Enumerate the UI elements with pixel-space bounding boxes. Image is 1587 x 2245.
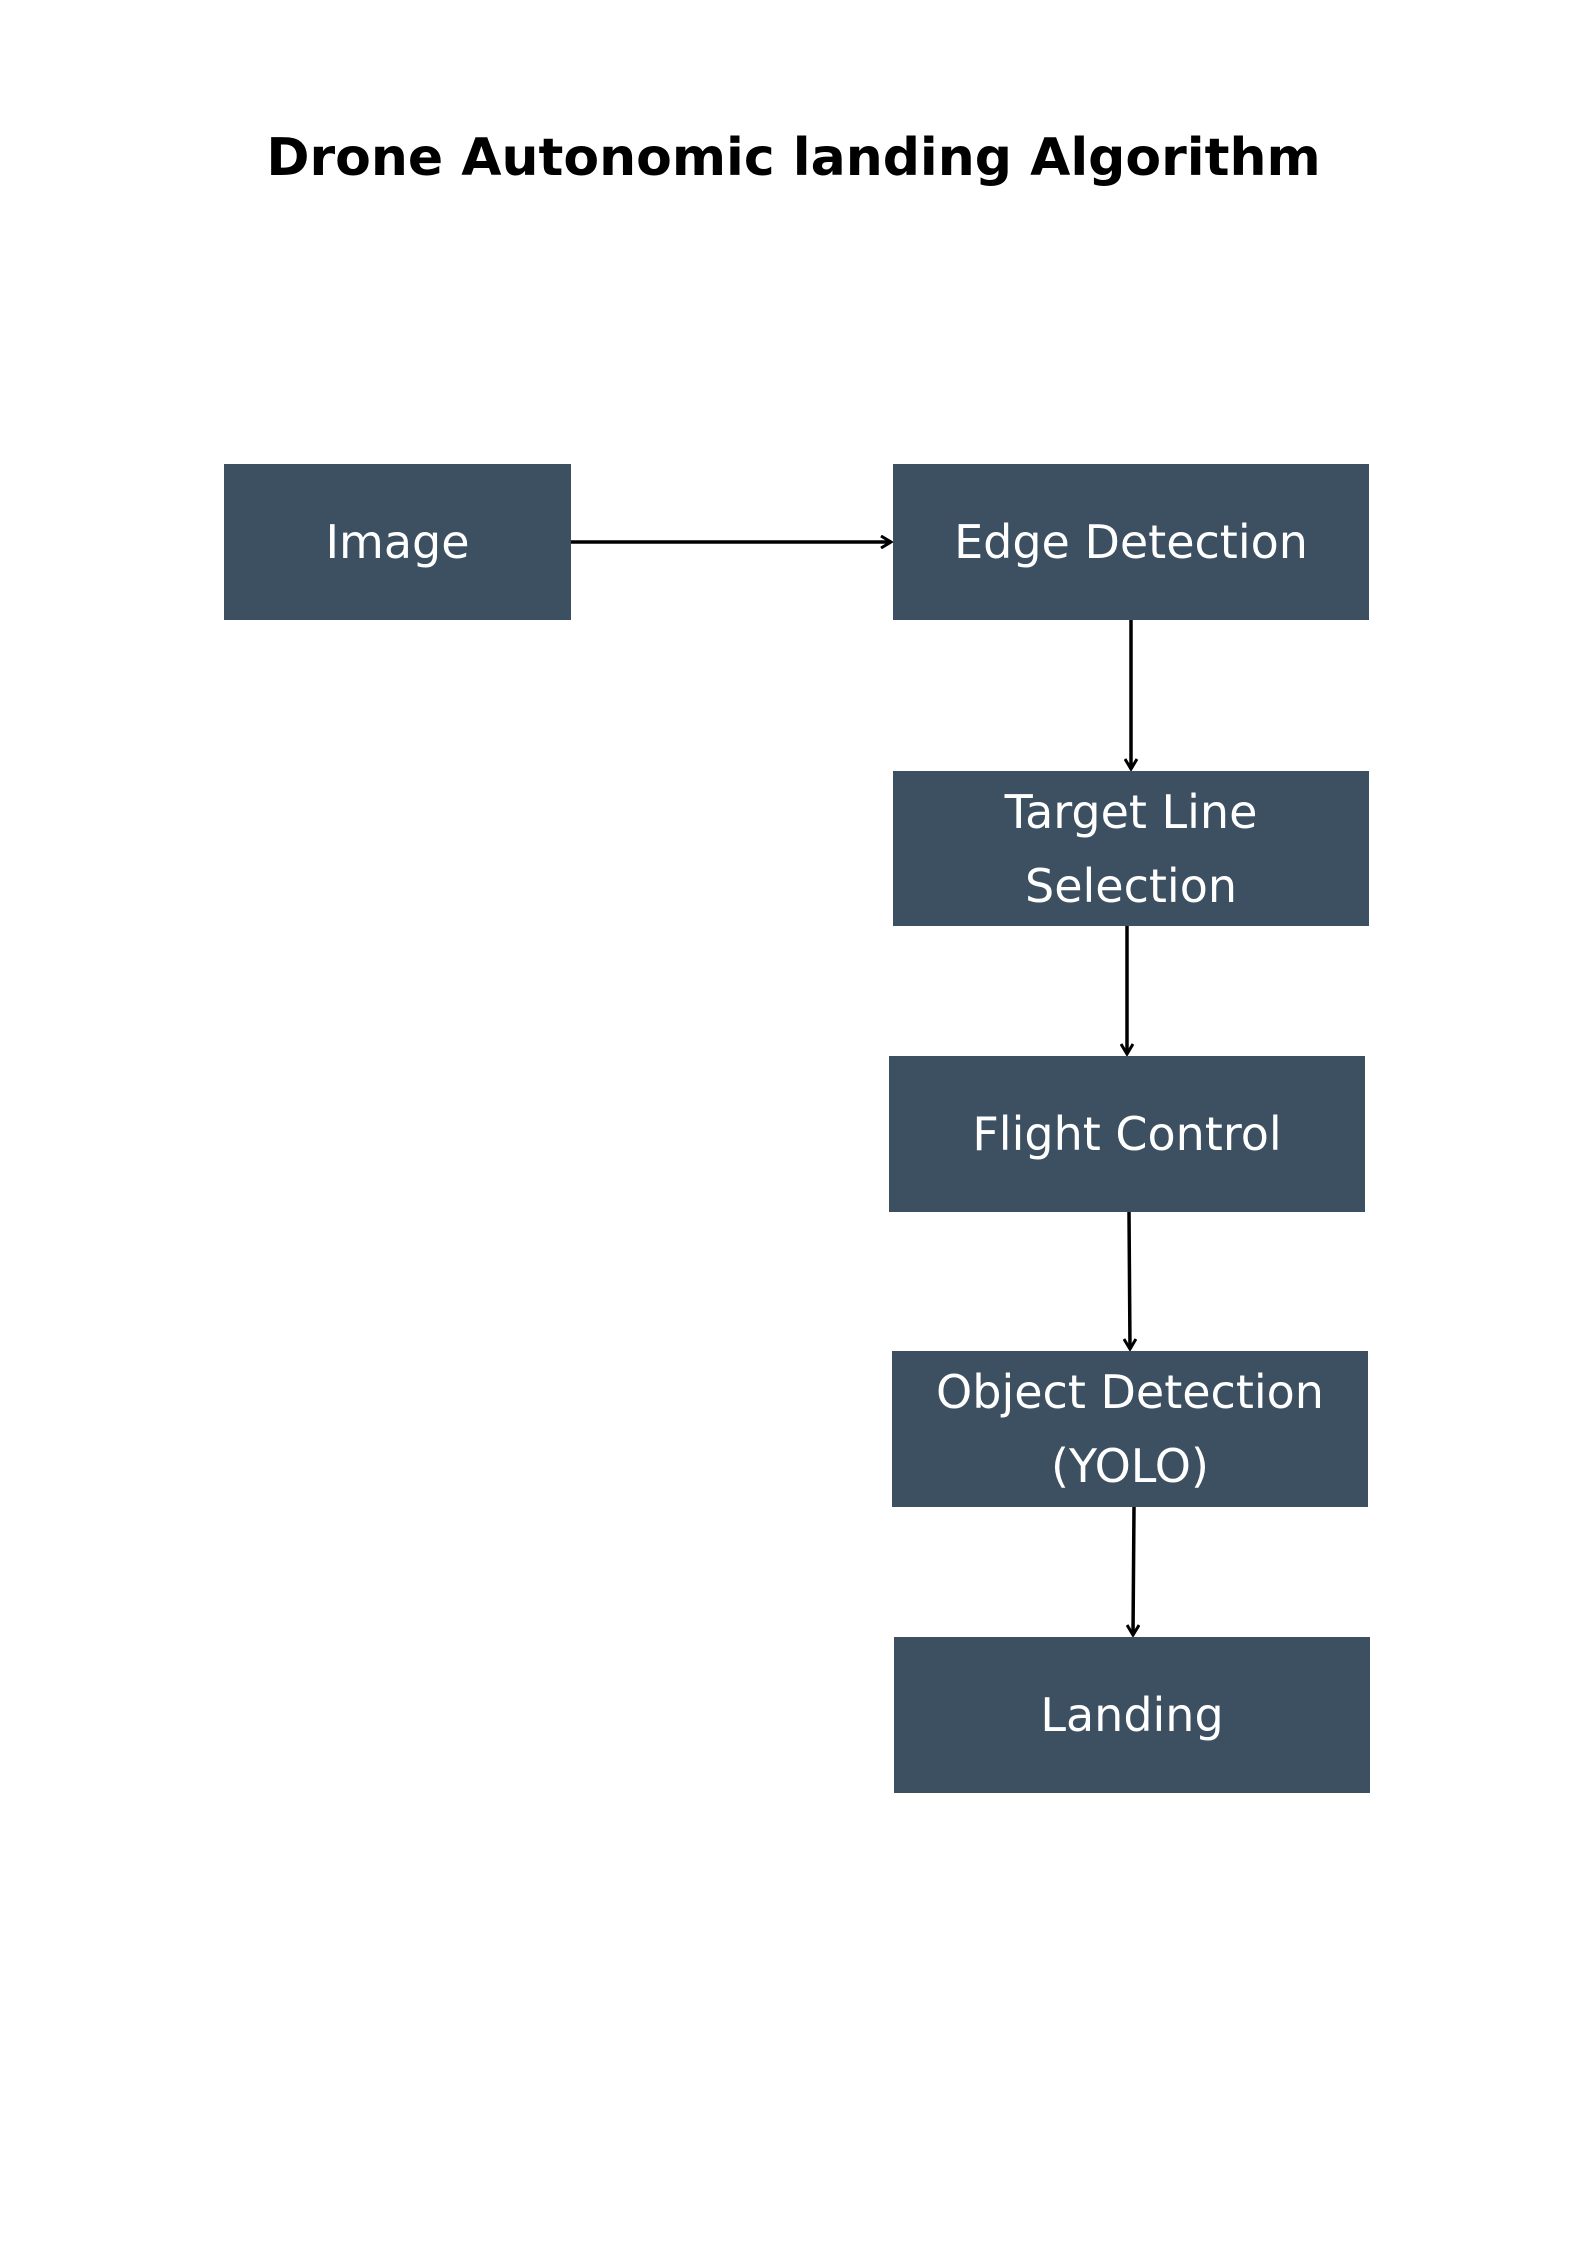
- node-landing: Landing: [894, 1637, 1370, 1793]
- arrow-object-detection-to-landing: [1133, 1506, 1134, 1635]
- arrow-flight-control-to-object-detection: [1129, 1211, 1130, 1349]
- diagram-title: Drone Autonomic landing Algorithm: [266, 128, 1321, 188]
- node-edge-detection: Edge Detection: [893, 464, 1369, 620]
- node-target-line-selection-label-line1: Target Line: [1004, 784, 1258, 839]
- node-flight-control: Flight Control: [889, 1056, 1365, 1212]
- node-flight-control-label: Flight Control: [972, 1107, 1282, 1161]
- node-landing-label: Landing: [1040, 1688, 1224, 1742]
- node-target-line-selection: Target Line Selection: [893, 771, 1369, 926]
- node-image: Image: [224, 464, 571, 620]
- node-image-label: Image: [325, 515, 470, 569]
- node-target-line-selection-label-line2: Selection: [1025, 858, 1237, 913]
- node-edge-detection-label: Edge Detection: [954, 515, 1308, 569]
- node-object-detection-label-line1: Object Detection: [936, 1365, 1324, 1419]
- node-object-detection: Object Detection (YOLO): [892, 1351, 1368, 1507]
- node-object-detection-label-line2: (YOLO): [1051, 1439, 1209, 1493]
